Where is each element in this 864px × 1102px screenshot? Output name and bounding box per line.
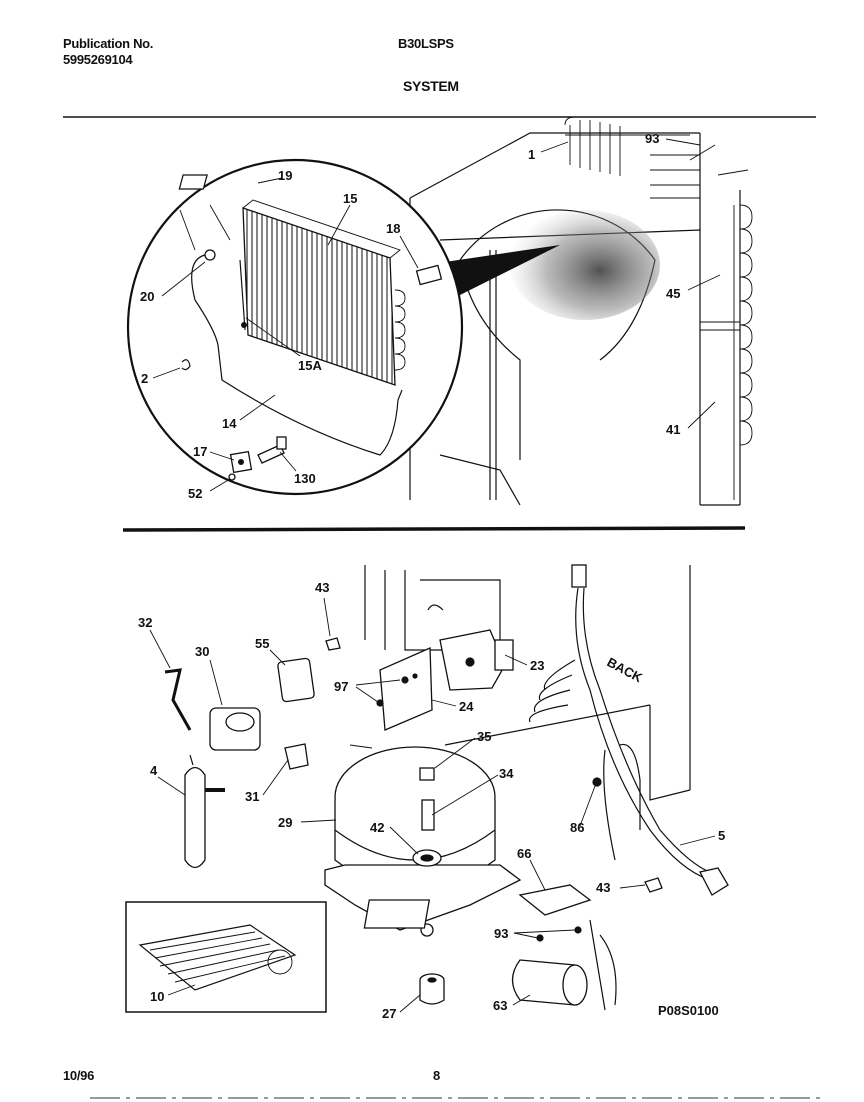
grommet [419, 973, 445, 1005]
footer-page-number: 8 [433, 1068, 440, 1083]
callout-45: 45 [666, 286, 680, 301]
condenser-coil [564, 116, 753, 500]
callout-55: 55 [255, 636, 269, 651]
top-leaders [152, 138, 721, 492]
diagram-code: P08S0100 [658, 1003, 719, 1018]
part-18-pad [415, 264, 443, 286]
compressor [324, 744, 522, 937]
callout-4: 4 [150, 763, 158, 778]
callout-42: 42 [370, 820, 384, 835]
evaporator-inset [126, 158, 464, 496]
relay-assembly [376, 629, 514, 731]
model-number: B30LSPS [398, 36, 454, 51]
callout-63: 63 [493, 998, 507, 1013]
callout-93-bottom: 93 [494, 926, 508, 941]
bottom-callout-labels: 43 32 30 55 97 23 24 35 4 34 31 29 42 86… [138, 580, 725, 1021]
callout-17: 17 [193, 444, 207, 459]
callout-10: 10 [150, 989, 164, 1004]
inset-pointer [445, 245, 560, 300]
callout-93-top: 93 [645, 131, 659, 146]
callout-27: 27 [382, 1006, 396, 1021]
back-label: BACK [605, 654, 646, 685]
callout-130: 130 [294, 471, 316, 486]
footer-date: 10/96 [63, 1068, 95, 1083]
callout-29: 29 [278, 815, 292, 830]
callout-97: 97 [334, 679, 348, 694]
callout-52: 52 [188, 486, 202, 501]
top-callout-labels: 93 1 19 15 18 45 20 15A 2 14 41 17 130 5… [140, 131, 680, 501]
sealant-spray [510, 210, 660, 320]
callout-66: 66 [517, 846, 531, 861]
callout-23: 23 [530, 658, 544, 673]
callout-43-top: 43 [315, 580, 329, 595]
section-divider [122, 526, 746, 532]
publication-number: 5995269104 [63, 52, 133, 67]
callout-20: 20 [140, 289, 154, 304]
callout-15a: 15A [298, 358, 322, 373]
callout-32: 32 [138, 615, 152, 630]
small-parts-left [164, 637, 341, 770]
callout-31: 31 [245, 789, 259, 804]
callout-30: 30 [195, 644, 209, 659]
callout-24: 24 [459, 699, 474, 714]
publication-label: Publication No. [63, 36, 154, 51]
callout-18: 18 [386, 221, 400, 236]
callout-2: 2 [141, 371, 148, 386]
filter-drier [184, 754, 225, 869]
capacitor-assembly [363, 877, 663, 1011]
callout-15: 15 [343, 191, 357, 206]
power-cord-harness [528, 564, 729, 896]
callout-19: 19 [278, 168, 292, 183]
callout-86: 86 [570, 820, 584, 835]
callout-35: 35 [477, 729, 491, 744]
callout-34: 34 [499, 766, 514, 781]
condenser-inset [125, 901, 327, 1013]
cabinet-outline [409, 132, 741, 506]
callout-41: 41 [666, 422, 680, 437]
bottom-leaders [149, 597, 716, 1013]
callout-43-bottom: 43 [596, 880, 610, 895]
callout-14: 14 [222, 416, 237, 431]
callout-1: 1 [528, 147, 535, 162]
callout-5: 5 [718, 828, 725, 843]
section-title: SYSTEM [403, 78, 459, 94]
part-19-pad [178, 174, 208, 190]
